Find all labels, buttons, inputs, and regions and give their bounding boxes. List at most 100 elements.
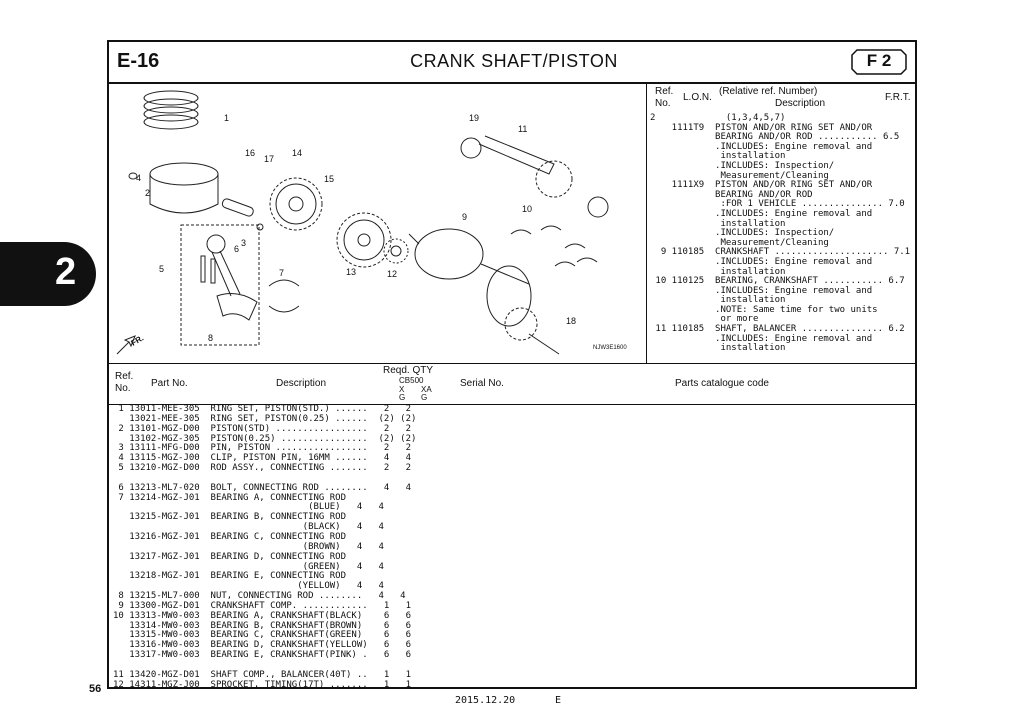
parts-header-x: X	[399, 385, 405, 394]
frt-table-line: .INCLUDES: Engine removal and	[650, 333, 873, 344]
front-direction-label: FR.	[130, 333, 146, 347]
callout-18: 18	[566, 316, 576, 326]
parts-table-row: 8 13215-ML7-000 NUT, CONNECTING ROD ....…	[113, 591, 406, 602]
primary-gear	[383, 238, 409, 264]
front-direction-arrow	[116, 335, 136, 355]
frt-table-line: 10 110125 BEARING, CRANKSHAFT ..........…	[650, 276, 905, 287]
parts-table-row: 13021-MEE-305 RING SET, PISTON(0.25) ...…	[113, 413, 417, 424]
piston	[128, 162, 219, 214]
timing-sprocket	[269, 177, 323, 231]
diagram-code: NJW3E1600	[593, 345, 627, 351]
callout-4: 4	[136, 173, 141, 183]
parts-table-row: 13218-MGZ-J01 BEARING E, CONNECTING ROD	[113, 571, 346, 582]
parts-table-body: 1 13011-MEE-305 RING SET, PISTON(STD.) .…	[113, 404, 453, 690]
footer-code: E	[555, 695, 562, 706]
frt-table-line: .INCLUDES: Inspection/	[650, 160, 835, 171]
callout-19: 19	[469, 113, 479, 123]
parts-header-grade-x: G	[399, 393, 406, 402]
parts-table-row: 13216-MGZ-J01 BEARING C, CONNECTING ROD	[113, 531, 346, 542]
piston-ring-set	[143, 90, 199, 130]
parts-header-model: CB500	[399, 376, 424, 385]
parts-table-row: 9 13300-MGZ-D01 CRANKSHAFT COMP. .......…	[113, 600, 412, 611]
crankshaft	[408, 228, 560, 355]
parts-table-row: 4 13115-MGZ-J00 CLIP, PISTON PIN, 16MM .…	[113, 453, 412, 464]
callout-2: 2	[145, 188, 150, 198]
parts-header-serial: Serial No.	[460, 378, 504, 389]
connecting-rod-bearings	[268, 279, 300, 313]
frt-code-box-shape	[851, 49, 907, 75]
callout-16: 16	[245, 148, 255, 158]
page-title: CRANK SHAFT/PISTON	[410, 51, 618, 71]
page-header: E-16 CRANK SHAFT/PISTON F 2	[109, 42, 915, 84]
parts-table-row: 13316-MW0-003 BEARING D, CRANKSHAFT(YELL…	[113, 640, 412, 651]
frt-table-line: BEARING AND/OR ROD ........... 6.5	[650, 132, 900, 143]
frt-table-line: .INCLUDES: Engine removal and	[650, 208, 873, 219]
frt-table-line: 9 110185 CRANKSHAFT ....................…	[650, 247, 911, 258]
parts-table-row: 11 13420-MGZ-D01 SHAFT COMP., BALANCER(4…	[113, 669, 412, 680]
callout-1: 1	[224, 113, 229, 123]
section-id: E-16	[117, 50, 160, 72]
parts-table-row: 5 13210-MGZ-D00 ROD ASSY., CONNECTING ..…	[113, 463, 412, 474]
frt-table-line: 11 110185 SHAFT, BALANCER ..............…	[650, 324, 905, 335]
frt-table-header: Ref. No. L.O.N. (Relative ref. Number) D…	[647, 84, 915, 114]
crankshaft-bearings	[510, 225, 598, 267]
connecting-rod	[200, 234, 258, 321]
parts-table-row: 2 13101-MGZ-D00 PISTON(STD) ............…	[113, 423, 412, 434]
frt-code: F 2	[866, 51, 892, 70]
frt-header-frt: F.R.T.	[885, 92, 911, 103]
page-frame: E-16 CRANK SHAFT/PISTON F 2	[107, 40, 917, 689]
callout-14: 14	[292, 148, 302, 158]
callout-12: 12	[387, 269, 397, 279]
parts-table-row: 6 13213-ML7-020 BOLT, CONNECTING ROD ...…	[113, 482, 412, 493]
frt-table-line: installation	[650, 218, 786, 229]
parts-table-row: 10 13313-MW0-003 BEARING A, CRANKSHAFT(B…	[113, 610, 412, 621]
callout-10: 10	[522, 204, 532, 214]
frt-table-line: BEARING AND/OR ROD	[650, 189, 813, 200]
parts-header-grade-xa: G	[421, 393, 428, 402]
parts-table-row: (YELLOW) 4 4	[113, 581, 384, 592]
frt-table-line: Measurement/Cleaning	[650, 237, 829, 248]
parts-header-qty: Reqd. QTY	[383, 365, 434, 376]
callout-11: 11	[518, 124, 527, 134]
parts-table-row: (BLUE) 4 4	[113, 502, 384, 513]
callout-13: 13	[346, 267, 356, 277]
frt-table-line: or more	[650, 314, 759, 325]
frt-table-line: 2 (1,3,4,5,7)	[650, 113, 786, 123]
frt-header-description: Description	[775, 98, 826, 109]
parts-header-description: Description	[276, 378, 327, 389]
frt-header-ref: Ref.	[655, 86, 674, 97]
frt-table-line: .INCLUDES: Engine removal and	[650, 285, 873, 296]
parts-table-row: 13315-MW0-003 BEARING C, CRANKSHAFT(GREE…	[113, 630, 412, 641]
section-tab-number: 2	[55, 251, 77, 293]
frt-table-line: installation	[650, 295, 786, 306]
footer-date: 2015.12.20	[455, 695, 516, 706]
connecting-rod-group	[180, 224, 260, 346]
callout-6: 6	[234, 244, 239, 254]
parts-table-row: 3 13111-MFG-D00 PIN, PISTON ............…	[113, 443, 412, 454]
callout-3: 3	[241, 238, 246, 248]
parts-table-row: 12 14311-MGZ-J00 SPROCKET, TIMING(17T) .…	[113, 679, 412, 690]
parts-table-header: Ref. No. Part No. Description Reqd. QTY …	[109, 363, 915, 405]
balancer-gear	[336, 212, 392, 268]
parts-table-row: 13217-MGZ-J01 BEARING D, CONNECTING ROD	[113, 551, 346, 562]
parts-table-row: (BLACK) 4 4	[113, 522, 384, 533]
parts-table-row: 13215-MGZ-J01 BEARING B, CONNECTING ROD	[113, 512, 346, 523]
frt-code-box: F 2	[851, 49, 907, 75]
frt-table-line: installation	[650, 266, 786, 277]
frt-header-no: No.	[655, 98, 671, 109]
parts-table-row: 7 13214-MGZ-J01 BEARING A, CONNECTING RO…	[113, 492, 346, 503]
piston-pin	[221, 198, 254, 217]
parts-header-xa: XA	[421, 385, 432, 394]
callout-8: 8	[208, 333, 213, 343]
parts-table-row: 13102-MGZ-305 PISTON(0.25) .............…	[113, 433, 417, 444]
frt-table-line: 1111X9 PISTON AND/OR RING SET AND/OR	[650, 180, 873, 191]
parts-table-row: 13314-MW0-003 BEARING B, CRANKSHAFT(BROW…	[113, 620, 412, 631]
frt-table-line: installation	[650, 151, 786, 162]
frt-table-line: Measurement/Cleaning	[650, 170, 829, 181]
callout-7: 7	[279, 268, 284, 278]
parts-header-part-no: Part No.	[151, 378, 188, 389]
callout-15: 15	[324, 174, 334, 184]
frt-table-line: .INCLUDES: Engine removal and	[650, 141, 873, 152]
frt-table-line: .INCLUDES: Engine removal and	[650, 256, 873, 267]
diagram-drawing: 1 2 3 4 5 6 7 8 9 10 11 12 13 14 15 16 1…	[116, 90, 627, 355]
